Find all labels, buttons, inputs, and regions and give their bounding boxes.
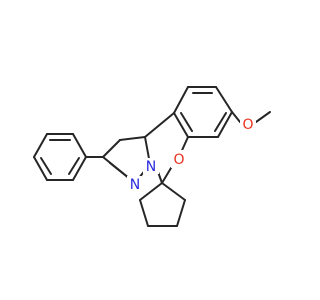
atom-label-oxygen-methoxy: O (242, 117, 253, 133)
bond (33, 133, 48, 158)
atom-label-oxygen-ring: O (173, 152, 184, 168)
bond (214, 112, 227, 132)
phenyl-ring (33, 133, 87, 181)
atom-nitrogen-imine: N (127, 176, 143, 193)
bond (139, 199, 149, 227)
bond (40, 157, 52, 175)
molecule-structure: O O N N (33, 86, 271, 227)
bond (72, 133, 87, 158)
bond (231, 111, 241, 123)
bond (109, 162, 131, 180)
atom-oxygen-ring: O (171, 150, 187, 168)
bond (119, 136, 146, 141)
atom-label-nitrogen-ring: N (146, 159, 156, 175)
atom-nitrogen-ring: N (143, 158, 159, 175)
bond (144, 112, 175, 138)
bond (217, 111, 233, 138)
bond (173, 86, 189, 114)
bond (161, 182, 186, 201)
cyclopentane-ring (139, 182, 186, 227)
bond (72, 156, 87, 181)
bond (161, 167, 172, 184)
bond (180, 112, 193, 132)
bond (173, 112, 189, 138)
bond (102, 139, 121, 158)
bond (139, 182, 163, 201)
bond (215, 86, 233, 113)
bond (176, 199, 186, 227)
bond (255, 111, 271, 123)
structure-canvas: O O N N (33, 86, 271, 227)
benzo-ring (144, 86, 233, 138)
bond (33, 156, 48, 181)
bond (68, 157, 80, 175)
atom-label-nitrogen-imine: N (130, 177, 140, 193)
atom-oxygen-methoxy: O (240, 115, 256, 133)
